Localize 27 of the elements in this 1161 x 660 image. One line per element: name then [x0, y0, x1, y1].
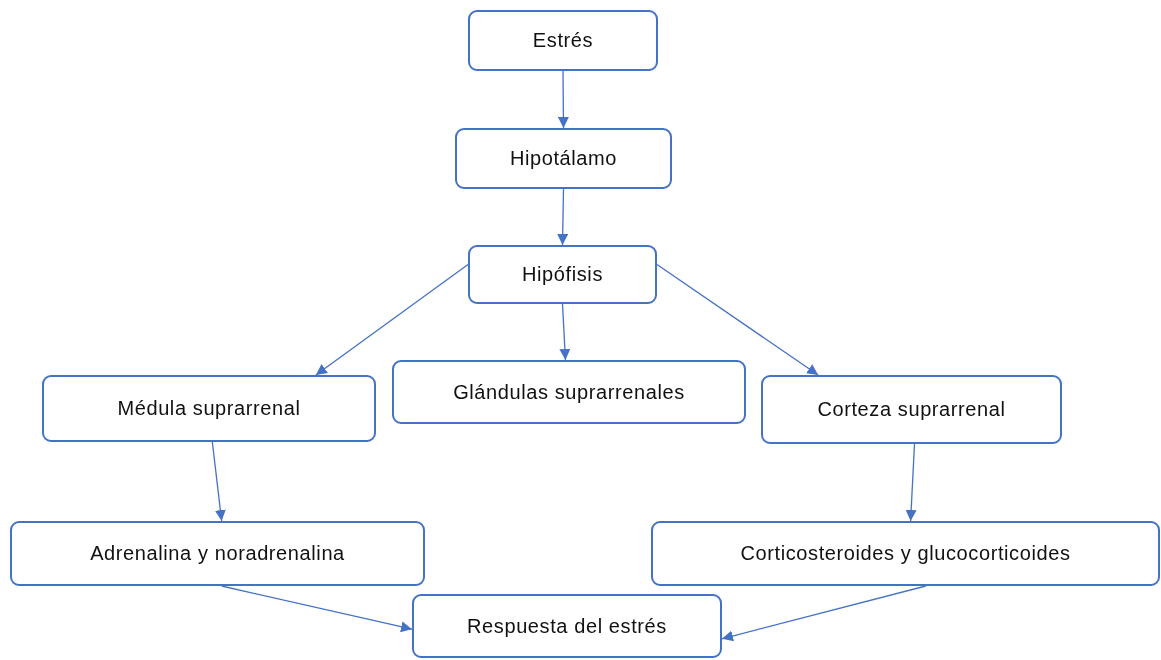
arrow: [211, 441, 226, 522]
process-box: [42, 375, 376, 442]
node-label: Corticosteroides y glucocorticoides: [740, 542, 1071, 565]
process-box: [761, 375, 1062, 444]
arrow: [221, 585, 413, 633]
process-box: [10, 521, 425, 586]
node-label: Hipotálamo: [509, 147, 618, 170]
arrow: [559, 303, 571, 361]
arrow: [905, 443, 917, 522]
process-box: [455, 128, 672, 189]
arrow: [656, 263, 819, 376]
arrow: [557, 70, 569, 129]
node-label: Respuesta del estrés: [467, 614, 667, 638]
arrow: [315, 263, 469, 376]
node-label: Corteza suprarrenal: [817, 398, 1006, 421]
arrow: [721, 585, 927, 642]
node-label: Estrés: [532, 29, 594, 52]
node-label: Hipófisis: [522, 263, 603, 286]
process-box: [412, 594, 722, 658]
process-box: [392, 360, 746, 424]
process-box: [651, 521, 1160, 586]
node-label: Adrenalina y noradrenalina: [90, 542, 345, 565]
node-label: Médula suprarrenal: [117, 397, 301, 420]
process-box: [468, 10, 658, 71]
process-box: [468, 245, 657, 304]
arrow: [557, 188, 569, 246]
node-label: Glándulas suprarrenales: [453, 380, 685, 404]
